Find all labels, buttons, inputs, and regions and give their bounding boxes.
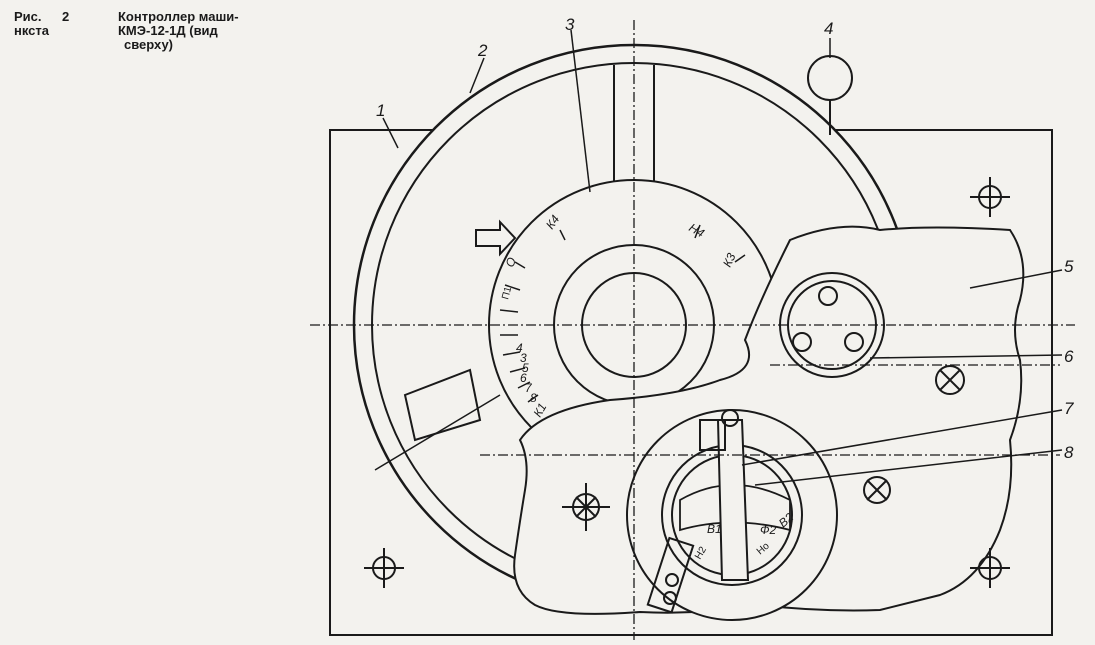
dial-mark-7: 7 [525, 381, 533, 395]
callout-7: 7 [1064, 399, 1074, 418]
dial-mark-4: 4 [516, 341, 523, 355]
bolt-b [792, 332, 812, 352]
callout-1: 1 [376, 101, 385, 120]
lower-mark-f2: Ф2 [760, 523, 777, 537]
hole-top-right [970, 177, 1010, 217]
lower-dial-cam [679, 484, 791, 532]
callout-2: 2 [477, 41, 488, 60]
figure-title-line1: Контроллер маши- [118, 9, 239, 24]
callout-5: 5 [1064, 257, 1074, 276]
reverser-knob [807, 55, 853, 101]
lower-left-spoke [403, 368, 482, 442]
mounting-holes [364, 177, 1010, 588]
lower-mark-v1: В1 [707, 522, 722, 536]
dial-mark-o: O [503, 255, 519, 269]
figure-title-line2: КМЭ-12-1Д (вид [118, 23, 218, 38]
callout-3: 3 [565, 15, 575, 34]
callout-6: 6 [1064, 347, 1074, 366]
dial-mark-8: 8 [530, 391, 537, 405]
figure-label-cont: нкста [14, 23, 50, 38]
figure-number: 2 [62, 9, 70, 24]
dial-mark-5: 5 [522, 361, 529, 375]
dial-labels: К4 Н4 К3 O П1 3 4 5 6 7 8 К1 [500, 212, 738, 419]
dial-mark-k1: К1 [530, 401, 549, 420]
lower-clamp [646, 536, 695, 614]
dial-mark-p1: П1 [500, 285, 514, 301]
lever-latch [699, 419, 726, 451]
callout-numbers: 1 2 3 4 5 6 7 8 [376, 15, 1074, 462]
callout-4: 4 [824, 19, 833, 38]
dial-mark-3: 3 [520, 351, 527, 365]
hole-bottom-right [970, 548, 1010, 588]
hole-bottom-left [364, 548, 404, 588]
dial-mark-n4: Н4 [687, 220, 708, 240]
figure-label: Рис. [14, 9, 42, 24]
dial-ticks [499, 224, 746, 403]
callout-8: 8 [1064, 443, 1074, 462]
direction-arrow-icon [475, 219, 517, 257]
dial-mark-6: 6 [520, 371, 527, 385]
figure-title-line3: сверху) [124, 37, 173, 52]
lever-arm [716, 419, 750, 581]
bolt-c [844, 332, 864, 352]
bolt-a [818, 286, 838, 306]
centerlines [310, 20, 1075, 640]
hole-right-mid [935, 365, 965, 395]
hole-left-lower [562, 483, 610, 531]
dial-mark-k3: К3 [720, 251, 739, 270]
hole-center-lower [863, 476, 891, 504]
callout-leaders [374, 29, 1063, 486]
